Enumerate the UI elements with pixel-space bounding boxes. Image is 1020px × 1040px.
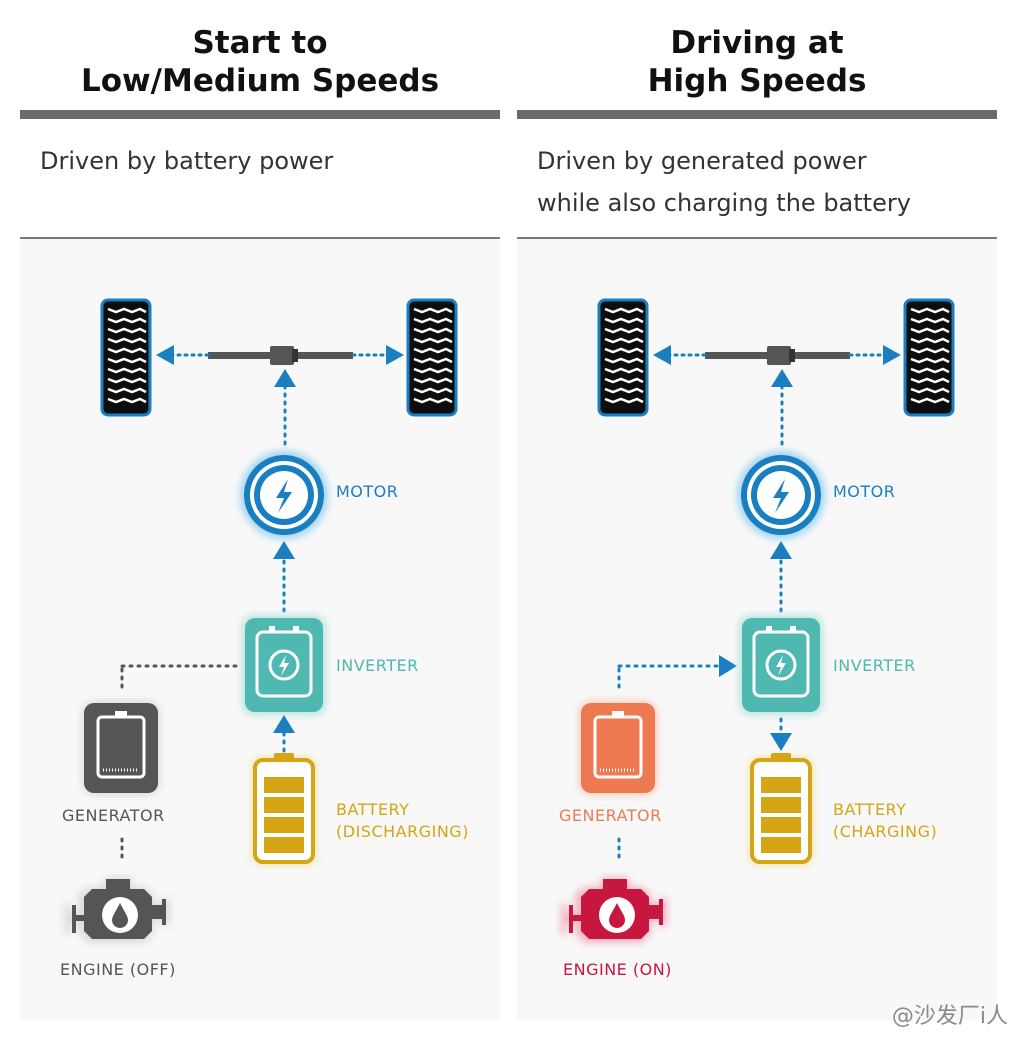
battery-label-line-1: BATTERY — [833, 800, 907, 819]
axle-icon — [208, 346, 353, 365]
generator-to-inverter-flow — [120, 664, 244, 689]
motor-bolt-icon — [773, 479, 789, 513]
tire-icon — [100, 298, 152, 417]
motor-icon — [737, 451, 825, 539]
motor-to-axle-flow — [771, 369, 793, 446]
panel-description: Driven by battery power — [40, 140, 490, 182]
title-line-1: Driving at — [670, 25, 844, 61]
axle-flow-arrows — [653, 345, 901, 365]
title-line-1: Start to — [192, 25, 328, 61]
motor-bolt-icon — [276, 479, 292, 513]
motor-label: MOTOR — [833, 482, 896, 501]
battery-icon — [252, 753, 316, 865]
engine-label: ENGINE (ON) — [563, 960, 672, 979]
inverter-label: INVERTER — [833, 656, 916, 675]
panel-title: Start to Low/Medium Speeds — [20, 24, 500, 100]
diagram-graphics — [64, 298, 458, 943]
description-line-2: while also charging the battery — [537, 189, 911, 217]
battery-label: BATTERY (CHARGING) — [833, 799, 937, 843]
panel-low-medium-speeds: Start to Low/Medium Speeds Driven by bat… — [20, 0, 500, 1040]
axle-flow-arrows — [156, 345, 404, 365]
description-divider — [517, 237, 997, 239]
panel-title: Driving at High Speeds — [517, 24, 997, 100]
inverter-icon — [739, 615, 823, 715]
description-divider — [20, 237, 500, 239]
inverter-to-motor-flow — [273, 541, 295, 613]
title-line-2: High Speeds — [647, 63, 867, 99]
title-line-2: Low/Medium Speeds — [80, 63, 440, 99]
generator-to-inverter-flow — [617, 655, 737, 689]
battery-label-line-2: (DISCHARGING) — [336, 822, 469, 841]
generator-label: GENERATOR — [62, 806, 165, 825]
motor-icon — [240, 451, 328, 539]
powertrain-diagram: MOTOR INVERTER GENERATOR ENGINE (ON) BAT… — [517, 239, 997, 1020]
battery-label: BATTERY (DISCHARGING) — [336, 799, 469, 843]
inverter-label: INVERTER — [336, 656, 419, 675]
tire-icon — [406, 298, 458, 417]
engine-icon — [64, 877, 170, 943]
generator-icon — [82, 701, 160, 795]
description-line-1: Driven by generated power — [537, 147, 867, 175]
axle-icon — [705, 346, 850, 365]
watermark: @沙发厂i人 — [891, 1004, 1008, 1029]
panel-high-speeds: Driving at High Speeds Driven by generat… — [517, 0, 997, 1040]
motor-label: MOTOR — [336, 482, 399, 501]
battery-label-line-1: BATTERY — [336, 800, 410, 819]
battery-label-line-2: (CHARGING) — [833, 822, 938, 841]
panel-description: Driven by generated power while also cha… — [537, 140, 987, 224]
diagram-graphics — [561, 298, 955, 943]
tire-icon — [597, 298, 649, 417]
engine-icon — [561, 877, 667, 943]
inverter-to-motor-flow — [770, 541, 792, 613]
header-divider — [517, 110, 997, 119]
generator-label: GENERATOR — [559, 806, 662, 825]
inverter-icon — [242, 615, 326, 715]
powertrain-diagram: MOTOR INVERTER GENERATOR ENGINE (OFF) BA… — [20, 239, 500, 1020]
engine-label: ENGINE (OFF) — [60, 960, 176, 979]
battery-icon — [749, 753, 813, 865]
motor-to-axle-flow — [274, 369, 296, 446]
header-divider — [20, 110, 500, 119]
description-line-1: Driven by battery power — [40, 147, 334, 175]
tire-icon — [903, 298, 955, 417]
inverter-to-battery-flow — [770, 717, 792, 751]
generator-icon — [579, 701, 657, 795]
battery-to-inverter-flow — [273, 715, 295, 753]
